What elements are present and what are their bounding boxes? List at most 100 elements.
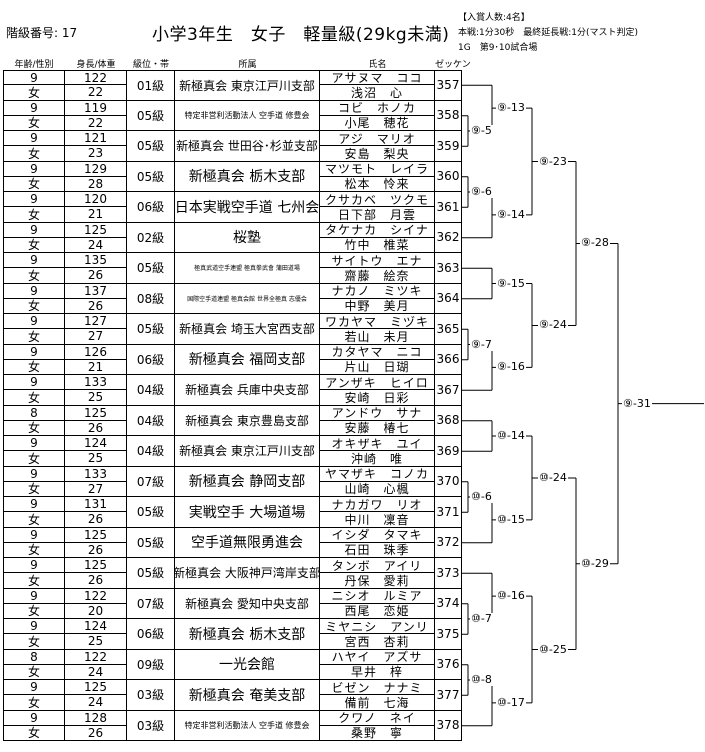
weight-cell: 22 [65, 85, 127, 101]
zekken-cell: 362 [435, 222, 462, 253]
name-kanji-cell: 竹中 椎菜 [320, 237, 435, 253]
match-label: ⑨-16 [496, 360, 526, 374]
name-kanji-cell: 宮西 杏莉 [320, 634, 435, 650]
affiliation-cell: 新極真会 東京江戸川支部 [175, 436, 320, 467]
affiliation-cell: 特定非営利活動法人 空手道 修豊会 [175, 710, 320, 741]
weight-cell: 26 [65, 268, 127, 284]
affiliation-cell: 新極真会 東京豊島支部 [175, 405, 320, 436]
zekken-cell: 367 [435, 375, 462, 406]
age-cell: 9 [3, 70, 65, 86]
height-cell: 125 [65, 558, 127, 574]
age-cell: 9 [3, 588, 65, 604]
rank-cell: 03級 [127, 680, 175, 711]
rank-cell: 05級 [127, 527, 175, 558]
match-label: ⑩-16 [496, 589, 526, 603]
name-kanji-cell: 中川 凜音 [320, 512, 435, 528]
rank-cell: 09級 [127, 649, 175, 680]
age-cell: 9 [3, 466, 65, 482]
prize-count: 【入賞人数:4名】 [458, 13, 530, 23]
match-label: ⑩-29 [580, 556, 610, 570]
affiliation-cell: 極真武道空手連盟 極真拳武會 蒲田道場 [175, 253, 320, 284]
zekken-cell: 361 [435, 192, 462, 223]
rank-cell: 05級 [127, 100, 175, 131]
age-cell: 9 [3, 619, 65, 635]
height-cell: 127 [65, 314, 127, 330]
gender-cell: 女 [3, 298, 65, 314]
gender-cell: 女 [3, 329, 65, 345]
name-kanji-cell: 安崎 日彩 [320, 390, 435, 406]
age-cell: 9 [3, 497, 65, 513]
name-kana-cell: ハヤイ アズサ [320, 649, 435, 665]
match-time: 本戦:1分30秒 最終延長戦:1分(マスト判定) [458, 28, 638, 38]
affiliation-cell: 新極真会 世田谷･杉並支部 [175, 131, 320, 162]
height-cell: 135 [65, 253, 127, 269]
age-cell: 9 [3, 710, 65, 726]
name-kanji-cell: 小尾 穂花 [320, 115, 435, 131]
weight-cell: 26 [65, 573, 127, 589]
gender-cell: 女 [3, 451, 65, 467]
gender-cell: 女 [3, 207, 65, 223]
height-cell: 125 [65, 405, 127, 421]
affiliation-cell: 桜塾 [175, 222, 320, 253]
rank-cell: 05級 [127, 161, 175, 192]
match-label: ⑨-15 [496, 276, 526, 290]
name-kana-cell: ナカガワ リオ [320, 497, 435, 513]
match-label: ⑨-28 [580, 236, 610, 250]
name-kana-cell: ヤマザキ コノカ [320, 466, 435, 482]
zekken-cell: 368 [435, 405, 462, 436]
match-label: ⑩-6 [470, 490, 493, 503]
height-cell: 125 [65, 527, 127, 543]
height-cell: 124 [65, 619, 127, 635]
name-kanji-cell: 桑野 寧 [320, 725, 435, 741]
name-kanji-cell: 片山 日瑚 [320, 359, 435, 375]
zekken-cell: 378 [435, 710, 462, 741]
height-cell: 120 [65, 192, 127, 208]
weight-cell: 24 [65, 237, 127, 253]
zekken-cell: 374 [435, 588, 462, 619]
gender-cell: 女 [3, 725, 65, 741]
weight-cell: 28 [65, 176, 127, 192]
gender-cell: 女 [3, 603, 65, 619]
height-cell: 122 [65, 588, 127, 604]
zekken-cell: 363 [435, 253, 462, 284]
age-cell: 9 [3, 192, 65, 208]
weight-cell: 27 [65, 481, 127, 497]
match-label: ⑩-14 [496, 429, 526, 442]
age-cell: 9 [3, 222, 65, 238]
name-kanji-cell: 浅沼 心 [320, 85, 435, 101]
match-label: ⑨-24 [538, 318, 568, 332]
age-cell: 8 [3, 649, 65, 665]
age-cell: 9 [3, 131, 65, 147]
age-cell: 9 [3, 436, 65, 452]
age-cell: 9 [3, 100, 65, 116]
affiliation-cell: 特定非営利活動法人 空手道 修豊会 [175, 100, 320, 131]
match-label: ⑨-23 [538, 154, 568, 168]
weight-cell: 20 [65, 603, 127, 619]
age-cell: 8 [3, 405, 65, 421]
name-kana-cell: アンドウ サナ [320, 405, 435, 421]
rank-cell: 05級 [127, 253, 175, 284]
gender-cell: 女 [3, 664, 65, 680]
rank-cell: 01級 [127, 70, 175, 101]
rank-cell: 08級 [127, 283, 175, 314]
gender-cell: 女 [3, 695, 65, 711]
rank-cell: 05級 [127, 497, 175, 528]
age-cell: 9 [3, 314, 65, 330]
name-kanji-cell: 松本 怜来 [320, 176, 435, 192]
zekken-cell: 364 [435, 283, 462, 314]
zekken-cell: 357 [435, 70, 462, 101]
gender-cell: 女 [3, 115, 65, 131]
col-header-rank: 級位・帯 [132, 60, 169, 70]
zekken-cell: 360 [435, 161, 462, 192]
gender-cell: 女 [3, 85, 65, 101]
weight-cell: 21 [65, 359, 127, 375]
